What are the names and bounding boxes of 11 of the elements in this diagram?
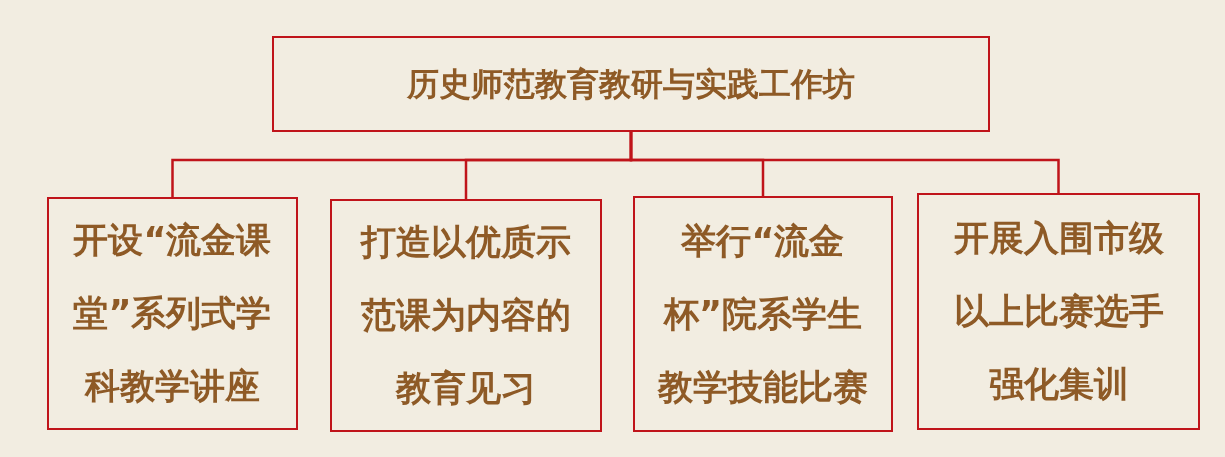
box-text: 举行“流金杯”院系学生教学技能比赛: [656, 219, 869, 409]
box-text: 历史师范教育教研与实践工作坊: [406, 64, 856, 104]
activity-box: [917, 193, 1200, 430]
activity-box: [633, 196, 893, 432]
box-text: 开展入围市级以上比赛选手强化集训: [952, 217, 1165, 406]
box-text: 开设“流金课堂”系列式学科教学讲座: [72, 219, 273, 408]
activity-box: [330, 199, 602, 432]
title-box: [272, 36, 990, 132]
connector-line: [629, 132, 1060, 193]
activity-box: [47, 197, 298, 430]
box-text: 打造以优质示范课为内容的教育见习: [359, 221, 572, 410]
